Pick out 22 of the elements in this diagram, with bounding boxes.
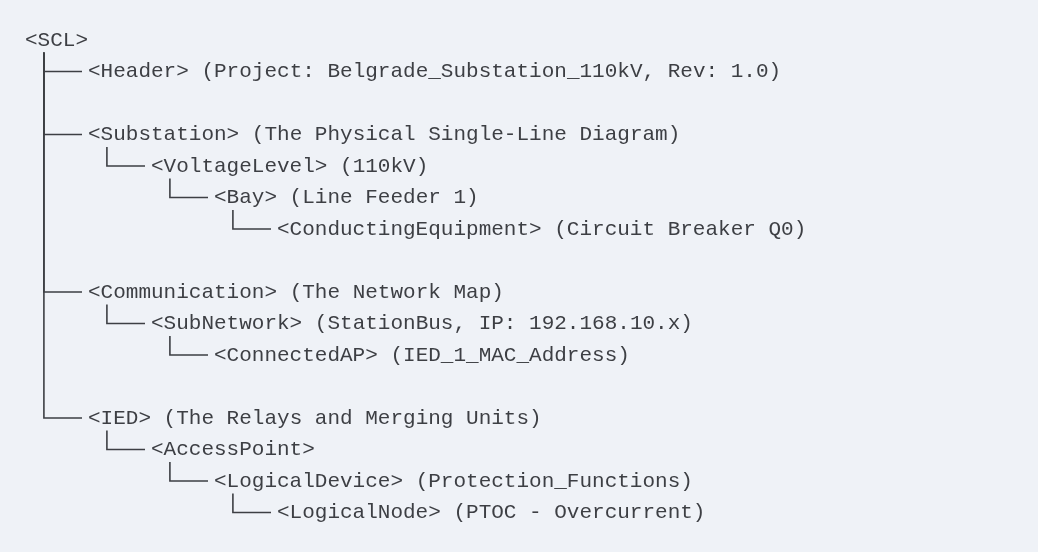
xml-element-label: <Header> (Project: Belgrade_Substation_110kV, Rev: 1.0): [88, 59, 782, 84]
xml-element-label: <SubNetwork> (StationBus, IP: 192.168.10.x): [151, 311, 693, 336]
xml-element-label: <LogicalDevice> (Protection_Functions): [214, 468, 693, 494]
tree-connector: [169, 177, 209, 199]
tree-connector: [106, 146, 146, 167]
xml-element-label: <LogicalNode> (PTOC - Overcurrent): [277, 500, 706, 525]
xml-element-label: <Communication> (The Network Map): [88, 279, 504, 305]
tree-connector: [232, 492, 272, 514]
tree-connector: [169, 335, 209, 356]
xml-element-label: <ConnectedAP> (IED_1_MAC_Address): [214, 342, 630, 368]
tree-connector: [106, 303, 146, 325]
tree-connector: [43, 51, 83, 419]
xml-element-label: <SCL>: [25, 27, 88, 53]
tree-connector: [232, 209, 272, 230]
xml-element-label: <ConductingEquipment> (Circuit Breaker Q0): [277, 216, 807, 242]
xml-element-label: <IED> (The Relays and Merging Units): [88, 405, 542, 431]
xml-element-label: <AccessPoint>: [151, 437, 315, 462]
tree-connector: [169, 461, 209, 482]
tree-connector: [106, 429, 146, 451]
xml-element-label: <VoltageLevel> (110kV): [151, 153, 429, 179]
xml-element-label: <Bay> (Line Feeder 1): [214, 185, 479, 210]
xml-element-label: <Substation> (The Physical Single-Line Diagram): [88, 122, 681, 147]
